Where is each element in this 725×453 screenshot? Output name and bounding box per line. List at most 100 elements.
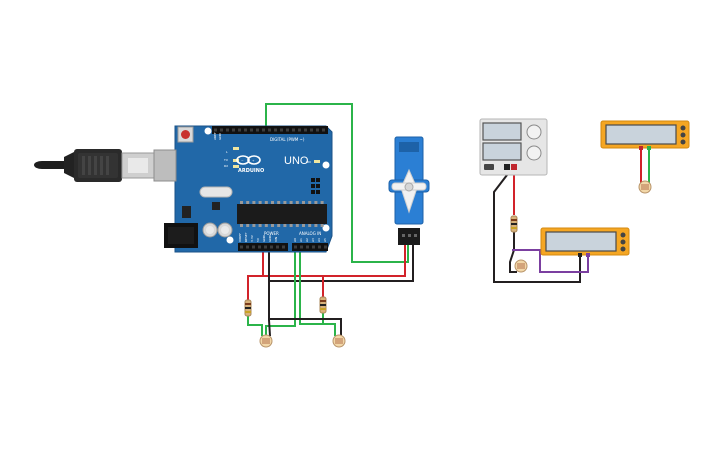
power-header[interactable] xyxy=(238,243,288,251)
header-pin[interactable] xyxy=(258,245,261,249)
chip-pin xyxy=(246,201,250,204)
header-pin[interactable] xyxy=(268,128,271,132)
voltage-knob[interactable] xyxy=(526,124,542,140)
header-pin[interactable] xyxy=(282,245,285,249)
header-pin[interactable] xyxy=(262,128,265,132)
icsp-header xyxy=(311,178,320,194)
dc-jack-icon xyxy=(164,223,198,248)
header-pin[interactable] xyxy=(294,245,297,249)
header-pin[interactable] xyxy=(220,128,223,132)
header-pin[interactable] xyxy=(300,245,303,249)
analog-header[interactable] xyxy=(292,243,328,251)
header-pin[interactable] xyxy=(306,245,309,249)
chip-pin xyxy=(271,201,274,204)
wire-ldr-right-signal[interactable] xyxy=(299,248,324,325)
header-pin[interactable] xyxy=(250,128,253,132)
mounting-hole xyxy=(204,127,212,135)
photoresistor-icon[interactable] xyxy=(259,334,273,348)
arduino-logo: − + xyxy=(236,155,261,165)
usb-socket xyxy=(153,149,177,182)
supply-switch[interactable] xyxy=(484,164,494,170)
wire-meter-lower-purple[interactable] xyxy=(512,249,589,273)
header-pin[interactable] xyxy=(256,128,259,132)
header-pin[interactable] xyxy=(324,245,327,249)
wire-ldr-right-ground[interactable] xyxy=(269,318,342,336)
digital-pin-labels: AREF GND xyxy=(213,132,222,140)
header-pin[interactable] xyxy=(318,245,321,249)
header-pin[interactable] xyxy=(246,245,249,249)
chip-pin xyxy=(308,224,312,227)
digital-header[interactable] xyxy=(212,126,328,134)
voltage-regulator xyxy=(182,206,191,218)
header-pin[interactable] xyxy=(252,245,255,249)
chip-pin xyxy=(252,224,256,227)
chip-pin xyxy=(295,224,299,227)
header-pin[interactable] xyxy=(304,128,307,132)
usb-cable-icon[interactable] xyxy=(34,149,155,182)
header-pin[interactable] xyxy=(226,128,229,132)
resistor-icon[interactable] xyxy=(244,299,252,317)
arduino-uno-board[interactable]: − + UNO ARDUINO DIGITAL (PWM ~) L TX RX … xyxy=(153,125,333,253)
terminal-negative[interactable] xyxy=(504,164,510,170)
chip-pin xyxy=(283,201,287,204)
power-label: POWER xyxy=(264,231,279,236)
header-pin[interactable] xyxy=(240,245,243,249)
header-pin[interactable] xyxy=(238,128,241,132)
servo-motor-icon[interactable] xyxy=(388,136,430,245)
header-pin[interactable] xyxy=(214,128,217,132)
svg-text:+: + xyxy=(252,159,255,163)
reset-button-icon[interactable] xyxy=(177,126,194,143)
wire-supply-negative[interactable] xyxy=(493,168,581,283)
crystal-oscillator xyxy=(199,186,233,198)
supply-voltage-display xyxy=(482,122,522,141)
wire-ldr-left-gnd[interactable] xyxy=(268,281,271,337)
current-knob[interactable] xyxy=(526,145,542,161)
svg-text:RESET: RESET xyxy=(244,232,248,242)
wire-servo-power[interactable] xyxy=(262,245,406,277)
resistor-icon[interactable] xyxy=(510,215,518,233)
wire-ldr-left-signal[interactable] xyxy=(265,248,296,336)
wire-resistor-to-ldr[interactable] xyxy=(509,232,517,273)
header-pin[interactable] xyxy=(232,128,235,132)
chip-pin xyxy=(277,201,281,204)
power-supply-icon[interactable] xyxy=(479,118,548,176)
power-pin-labels: IOREF RESET 3.3V 5V GND GND VIN xyxy=(238,232,278,242)
wire-servo-ground[interactable] xyxy=(268,245,414,282)
header-pin[interactable] xyxy=(286,128,289,132)
analog-label: ANALOG IN xyxy=(299,231,321,236)
multimeter-icon[interactable] xyxy=(600,120,690,150)
chip-pin xyxy=(302,201,305,204)
chip-pin xyxy=(240,201,243,204)
header-pin[interactable] xyxy=(274,128,277,132)
header-pin[interactable] xyxy=(244,128,247,132)
terminal-positive[interactable] xyxy=(511,164,517,170)
on-label: ON xyxy=(306,160,311,164)
multimeter-icon[interactable] xyxy=(540,227,630,257)
wire-ldr-left-ground[interactable] xyxy=(247,315,263,336)
photoresistor-icon[interactable] xyxy=(332,334,346,348)
svg-text:3.3V: 3.3V xyxy=(250,234,254,242)
header-pin[interactable] xyxy=(270,245,273,249)
wire-ldr-left-power[interactable] xyxy=(247,275,263,300)
photoresistor-icon[interactable] xyxy=(638,180,652,194)
svg-text:GND: GND xyxy=(262,234,266,242)
wire-ldr-right-signal2[interactable] xyxy=(323,323,336,336)
wire-servo-signal[interactable] xyxy=(265,103,409,263)
resistor-icon[interactable] xyxy=(319,296,327,314)
photoresistor-icon[interactable] xyxy=(514,259,528,273)
header-pin[interactable] xyxy=(276,245,279,249)
multimeter-display xyxy=(605,124,677,145)
header-pin[interactable] xyxy=(298,128,301,132)
header-pin[interactable] xyxy=(264,245,267,249)
usb-chip xyxy=(212,202,220,210)
header-pin[interactable] xyxy=(322,128,325,132)
led-on xyxy=(314,160,320,163)
header-pin[interactable] xyxy=(312,245,315,249)
header-pin[interactable] xyxy=(310,128,313,132)
header-pin[interactable] xyxy=(280,128,283,132)
header-pin[interactable] xyxy=(316,128,319,132)
chip-pin xyxy=(289,201,293,204)
header-pin[interactable] xyxy=(292,128,295,132)
svg-text:A5: A5 xyxy=(323,238,327,242)
